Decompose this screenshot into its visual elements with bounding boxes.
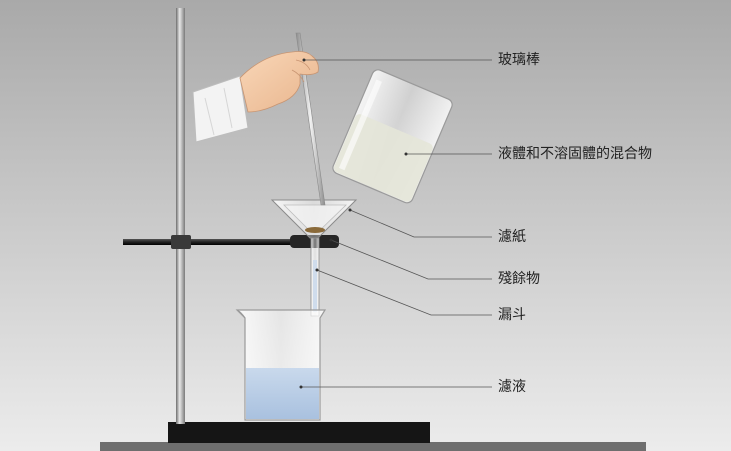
stand-base [168,422,430,443]
leader-dots [299,58,408,389]
pouring-beaker [332,69,453,204]
label-filtrate: 濾液 [498,379,526,395]
beaker-spout [236,309,246,319]
clamp-arm [123,239,338,245]
glass-rod [295,32,326,206]
label-glass-rod: 玻璃棒 [498,52,540,68]
leader-filter-paper [349,209,492,238]
label-residue: 殘餘物 [498,271,540,287]
table-surface [100,442,646,451]
lab-coat-sleeve [192,75,249,143]
stem-liquid [313,260,317,312]
hand [239,51,319,113]
leader-residue [330,239,492,280]
clamp-boss [171,235,191,249]
residue [305,227,325,233]
leader-lines [301,59,492,388]
label-filter-paper: 濾紙 [498,229,526,245]
label-mixture: 液體和不溶固體的混合物 [498,146,652,162]
filtrate-liquid [246,368,319,419]
stand-rod [176,8,185,424]
leader-funnel [316,269,492,316]
label-funnel: 漏斗 [498,307,526,323]
